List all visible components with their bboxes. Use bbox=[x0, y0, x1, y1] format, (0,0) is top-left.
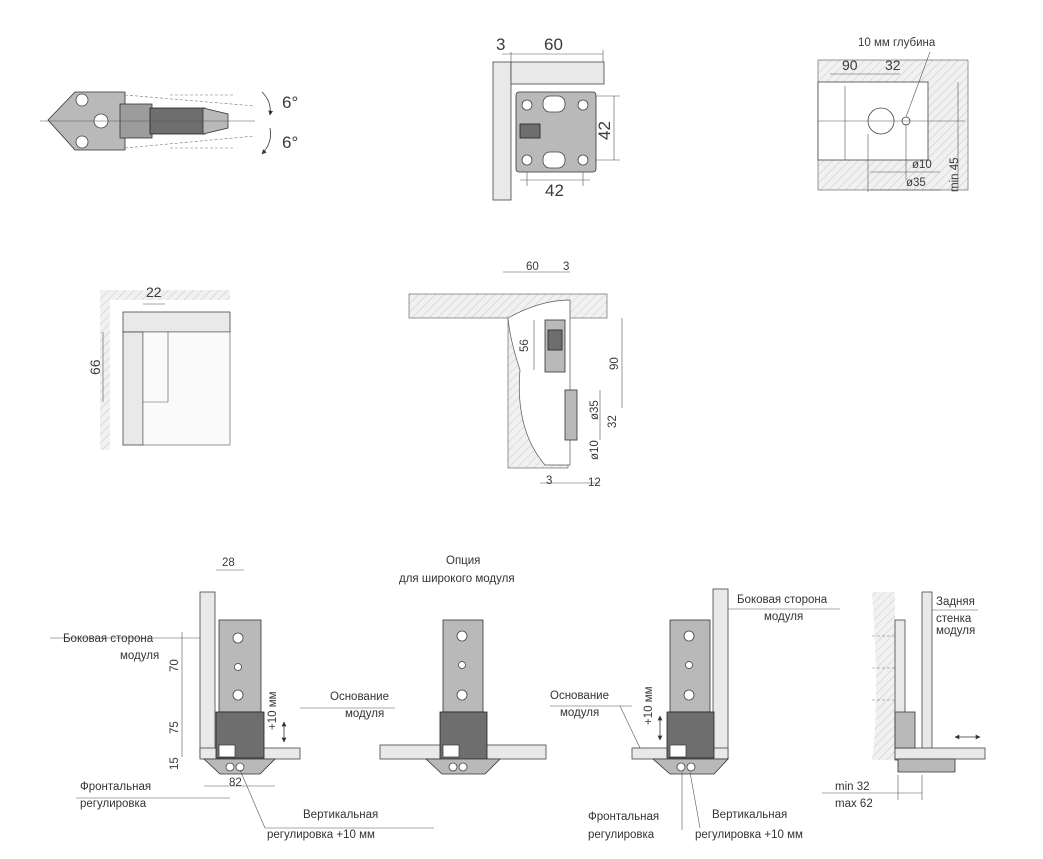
overlay-dim-66: 66 bbox=[87, 359, 103, 375]
leg-right-side-label2: модуля bbox=[764, 611, 803, 623]
leg-left-side-label1: Боковая сторона bbox=[63, 633, 154, 645]
leg-right-front-adj2: регулировка bbox=[588, 829, 655, 841]
leg-left-dim-75: 75 bbox=[169, 721, 181, 734]
leg-left-front-adj2: регулировка bbox=[80, 798, 147, 810]
side-dim-32: 32 bbox=[607, 415, 619, 428]
leg-right-view: +10 мм Боковая сторона модуля Основание … bbox=[550, 588, 840, 841]
leg-left-dim-15: 15 bbox=[169, 757, 181, 770]
drill-dim-10: ø10 bbox=[912, 159, 932, 171]
leg-back-label2: стенка bbox=[936, 613, 972, 625]
front-dim-42-horizontal: 42 bbox=[545, 181, 564, 200]
leg-right-side-label1: Боковая сторона bbox=[737, 594, 828, 606]
leg-left-dim-70: 70 bbox=[169, 659, 181, 672]
option-title: Опция для широкого модуля bbox=[399, 555, 515, 585]
leg-left-dim-82: 82 bbox=[229, 777, 242, 789]
drill-dim-90: 90 bbox=[842, 57, 858, 73]
leg-right-front-adj1: Фронтальная bbox=[588, 811, 659, 823]
angle-down-label: 6° bbox=[282, 133, 298, 152]
angle-up-label: 6° bbox=[282, 93, 298, 112]
leg-right-base-label1: Основание bbox=[550, 690, 609, 702]
side-section-view: 60 3 56 90 ø35 32 ø10 3 12 bbox=[408, 261, 623, 489]
option-title-line2: для широкого модуля bbox=[399, 573, 515, 585]
front-plate-view: 3 60 42 42 bbox=[492, 35, 620, 201]
side-dim-12: 12 bbox=[588, 477, 601, 489]
leg-right-plus10: +10 мм bbox=[643, 686, 655, 725]
drilling-view: 90 32 10 мм глубина ø10 ø35 min 45 bbox=[817, 37, 969, 192]
leg-back-min: min 32 bbox=[835, 781, 870, 793]
leg-left-side-label2: модуля bbox=[120, 650, 159, 662]
leg-left-front-adj1: Фронтальная bbox=[80, 781, 151, 793]
overlay-dim-22: 22 bbox=[146, 284, 162, 300]
front-dim-42-vertical: 42 bbox=[595, 121, 614, 140]
leg-right-base-label2: модуля bbox=[560, 707, 599, 719]
leg-back-view: Задняя стенка модуля min 32 max 62 bbox=[822, 591, 986, 810]
side-dim-3: 3 bbox=[563, 261, 569, 273]
side-dim-3-bottom: 3 bbox=[546, 475, 552, 487]
drill-dim-32: 32 bbox=[885, 57, 901, 73]
leg-right-vert-adj2: регулировка +10 мм bbox=[695, 829, 803, 841]
side-dim-60: 60 bbox=[526, 261, 539, 273]
leg-back-label3: модуля bbox=[936, 625, 975, 637]
side-dim-90: 90 bbox=[609, 357, 621, 370]
leg-back-max: max 62 bbox=[835, 798, 873, 810]
leg-left-base-label2: модуля bbox=[345, 708, 384, 720]
leg-option-view bbox=[379, 619, 547, 775]
leg-back-label1: Задняя bbox=[936, 596, 975, 608]
drill-depth-note: 10 мм глубина bbox=[858, 37, 936, 49]
side-dim-10: ø10 bbox=[589, 440, 601, 460]
leg-left-view: +10 мм 28 70 75 15 82 Боковая сторона мо… bbox=[50, 557, 434, 841]
side-dim-56: 56 bbox=[519, 339, 531, 352]
leg-left-base-label1: Основание bbox=[330, 691, 389, 703]
option-title-line1: Опция bbox=[446, 555, 480, 567]
drill-dim-min45: min 45 bbox=[949, 157, 961, 192]
leg-left-vert-adj2: регулировка +10 мм bbox=[267, 829, 375, 841]
leg-left-dim-28: 28 bbox=[222, 557, 235, 569]
leg-left-plus10: +10 мм bbox=[267, 691, 279, 730]
side-dim-35: ø35 bbox=[589, 400, 601, 420]
leg-left-vert-adj1: Вертикальная bbox=[303, 809, 378, 821]
overlay-view: 22 66 bbox=[87, 284, 231, 450]
front-dim-60: 60 bbox=[544, 35, 563, 54]
hinge-top-view: 6° 6° bbox=[40, 91, 298, 155]
drill-dim-35: ø35 bbox=[906, 177, 926, 189]
leg-right-vert-adj1: Вертикальная bbox=[712, 809, 787, 821]
front-dim-3: 3 bbox=[496, 35, 505, 54]
